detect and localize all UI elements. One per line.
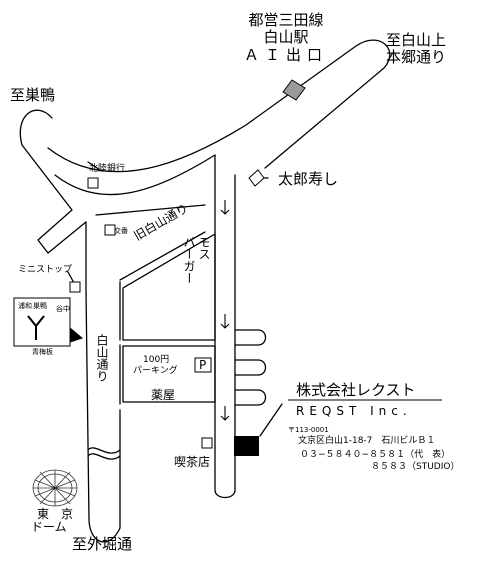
tokyo-dome-label-1: 東 京 bbox=[37, 507, 74, 521]
ministop-marker bbox=[69, 281, 81, 293]
road-diagonal-lower-edge bbox=[54, 154, 216, 196]
pharmacy-label: 薬屋 bbox=[151, 388, 176, 402]
ministop-label: ミニストップ bbox=[18, 265, 73, 275]
tokyo-dome-icon bbox=[32, 469, 78, 507]
to-hakusan-ue-label: 至白山上 本郷通り bbox=[386, 31, 447, 67]
cafe-label: 喫茶店 bbox=[174, 455, 211, 469]
inset-bottom-label: 青梅板 bbox=[32, 348, 53, 356]
parking-label-2: パーキング bbox=[133, 366, 178, 376]
office-marker bbox=[234, 436, 259, 456]
station-line1: 都営三田線 bbox=[248, 11, 324, 29]
inset-left-label: 浦和 bbox=[18, 302, 32, 310]
parking-symbol: P bbox=[199, 358, 207, 372]
company-tel-2: ８５８３（STUDIO） bbox=[371, 462, 460, 472]
parking-marker bbox=[194, 357, 212, 373]
taro-sushi-label: 太郎寿し bbox=[278, 170, 339, 188]
arrow-down-2 bbox=[220, 314, 230, 329]
company-tel-1: ０３−５８４０−８５８１（代 表） bbox=[300, 450, 451, 460]
pointer-company bbox=[259, 403, 283, 437]
road-side-1 bbox=[234, 329, 267, 346]
road-sugamo-left bbox=[21, 144, 87, 254]
hokuriku-bank-marker bbox=[87, 177, 99, 189]
pointer-ministop bbox=[67, 271, 75, 284]
road-side-2 bbox=[234, 359, 267, 376]
company-postal: 〒113-0001 bbox=[288, 426, 329, 434]
koban-marker bbox=[104, 224, 116, 236]
road-side-3 bbox=[234, 389, 267, 406]
road-right-vertical bbox=[214, 154, 236, 499]
pointer-hokuriku bbox=[87, 161, 101, 171]
company-name-en: REQST Inc. bbox=[296, 404, 412, 418]
one-way-arrows bbox=[220, 200, 230, 421]
koban-label: 交番 bbox=[114, 227, 128, 235]
inset-right-label: 谷中 bbox=[56, 305, 70, 313]
hokuriku-bank-label: 北陸銀行 bbox=[89, 164, 126, 174]
company-address: 文京区白山1-18-7 石川ビルＢ１ bbox=[298, 436, 436, 446]
mos-burger-label-2: バーガー bbox=[182, 236, 196, 284]
to-sotobori-label: 至外堀通 bbox=[72, 535, 133, 553]
inset-center-label: 巣鴨 bbox=[33, 302, 47, 310]
to-sugamo-label: 至巣鴨 bbox=[10, 86, 56, 104]
company-name-ja: 株式会社レクスト bbox=[296, 381, 416, 399]
inset-map bbox=[13, 297, 84, 347]
station-exit-marker bbox=[282, 79, 306, 101]
road-sugamo-end bbox=[19, 109, 53, 146]
road-kyu-hakusan bbox=[95, 204, 206, 281]
parking-label-1: 100円 bbox=[143, 355, 170, 365]
road-diagonal-upper-edge bbox=[47, 39, 391, 173]
taro-marker bbox=[248, 169, 265, 187]
mos-burger-label-1: モス bbox=[197, 236, 211, 260]
station-label: 都営三田線 白山駅 ＡＩ出口 bbox=[244, 11, 329, 64]
hakusan-dori-label: 白山通り bbox=[95, 334, 109, 382]
station-line3: ＡＩ出口 bbox=[244, 45, 329, 64]
arrow-down-3 bbox=[220, 406, 230, 421]
cafe-marker bbox=[201, 437, 213, 449]
road-hakusan-left bbox=[85, 221, 121, 543]
arrow-down-1 bbox=[220, 200, 230, 215]
road-break bbox=[87, 447, 121, 460]
tokyo-dome-label-2: ドーム bbox=[31, 520, 67, 534]
station-line2: 白山駅 bbox=[263, 28, 309, 47]
